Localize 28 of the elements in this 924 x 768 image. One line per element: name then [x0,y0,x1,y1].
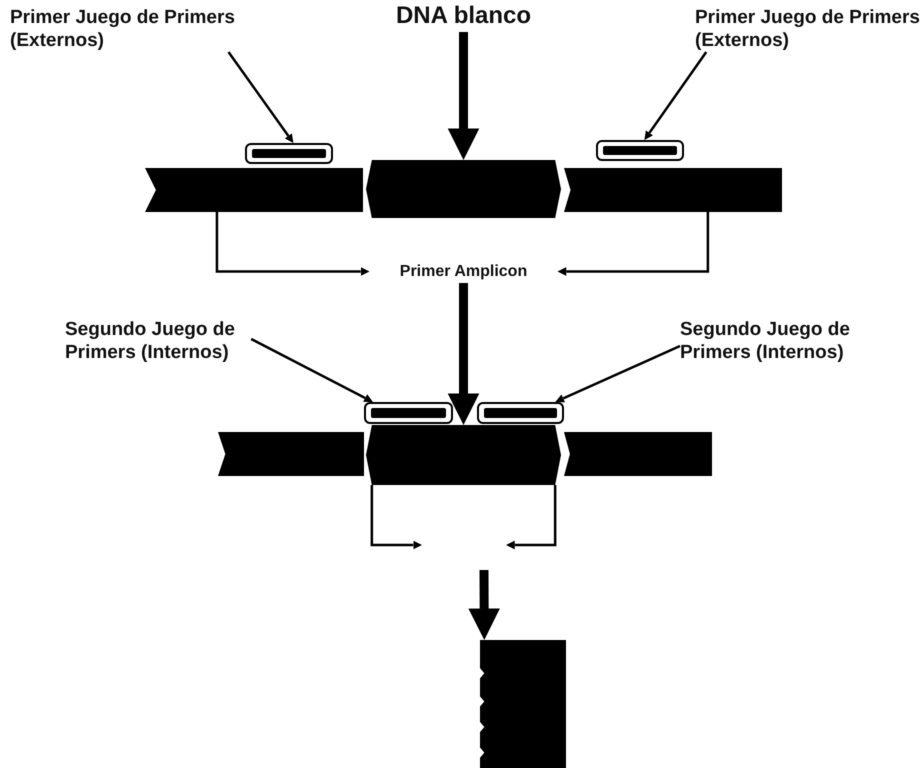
product-label: Primer Amplicon [370,260,558,283]
primer-bar [477,402,564,424]
dna-segment [366,160,561,218]
leader-arrow [250,338,373,402]
primer-label: Primer Juego de Primers (Externos) [10,6,240,52]
leader-arrow [227,51,294,143]
arrow [448,283,480,425]
dna-segment [564,432,712,476]
primer-label: Segundo Juego de Primers (Internos) [65,318,255,388]
amplified-product-bar [480,640,566,768]
primer-bar [245,143,333,164]
primer-label: Primer Juego de Primers (Externos) [695,6,920,52]
arrow [506,485,556,550]
arrow [448,32,480,160]
dna-segment [218,432,364,476]
dna-segment [366,425,561,485]
template-label: DNA blanco [374,4,554,32]
primer-bar [596,140,684,161]
arrow [370,485,422,550]
primer-bar [364,402,453,424]
leader-arrow [555,344,681,402]
arrow [468,570,500,640]
primer-label: Segundo Juego de Primers (Internos) [680,318,870,388]
dna-segment [564,168,782,212]
arrow [216,212,370,276]
dna-segment [145,168,363,212]
arrow [558,212,710,276]
leader-arrow [644,51,708,140]
